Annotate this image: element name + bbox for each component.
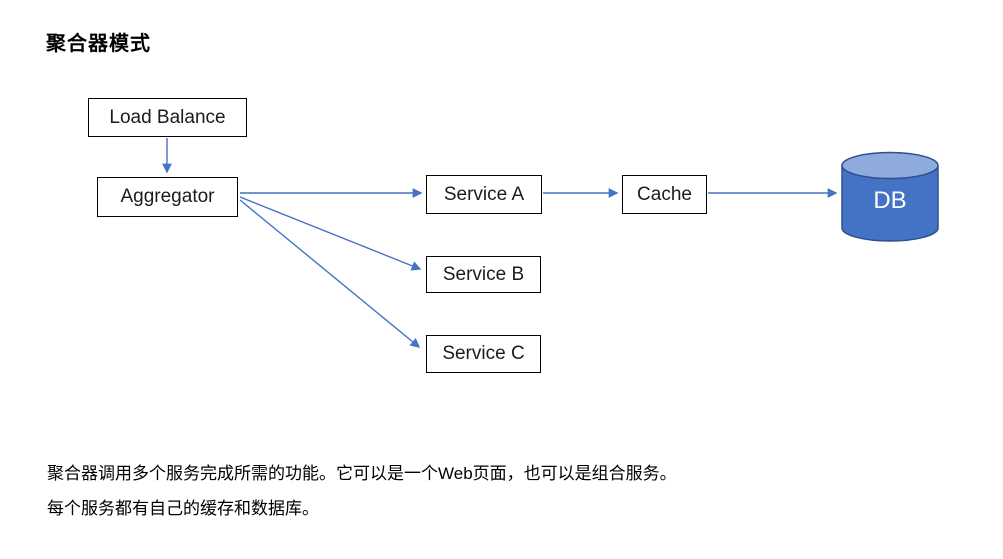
node-service-a: Service A bbox=[426, 175, 542, 214]
node-aggregator: Aggregator bbox=[97, 177, 238, 217]
note-line-2: 每个服务都有自己的缓存和数据库。 bbox=[47, 499, 319, 518]
edge-aggregator-to-service-b bbox=[239, 196, 422, 271]
db-cylinder-shape: DB bbox=[841, 151, 939, 242]
page-title: 聚合器模式 bbox=[46, 33, 151, 55]
node-service-b-label: Service B bbox=[442, 263, 525, 285]
node-service-b: Service B bbox=[426, 256, 541, 293]
db-cylinder-top bbox=[841, 151, 939, 180]
description-notes: 聚合器调用多个服务完成所需的功能。它可以是一个Web页面，也可以是组合服务。 每… bbox=[47, 462, 677, 532]
node-cache-label: Cache bbox=[637, 183, 692, 205]
node-service-c-label: Service C bbox=[442, 343, 525, 364]
node-service-c: Service C bbox=[426, 335, 541, 373]
node-load-balance-label: Load Balance bbox=[109, 106, 226, 128]
node-aggregator-label: Aggregator bbox=[120, 186, 215, 207]
node-service-a-label: Service A bbox=[443, 183, 525, 205]
node-cache: Cache bbox=[622, 175, 707, 214]
note-line-1: 聚合器调用多个服务完成所需的功能。它可以是一个Web页面，也可以是组合服务。 bbox=[47, 464, 677, 483]
node-load-balance: Load Balance bbox=[88, 98, 247, 137]
edge-aggregator-to-service-c bbox=[239, 199, 421, 348]
node-db-label: DB bbox=[873, 187, 906, 214]
